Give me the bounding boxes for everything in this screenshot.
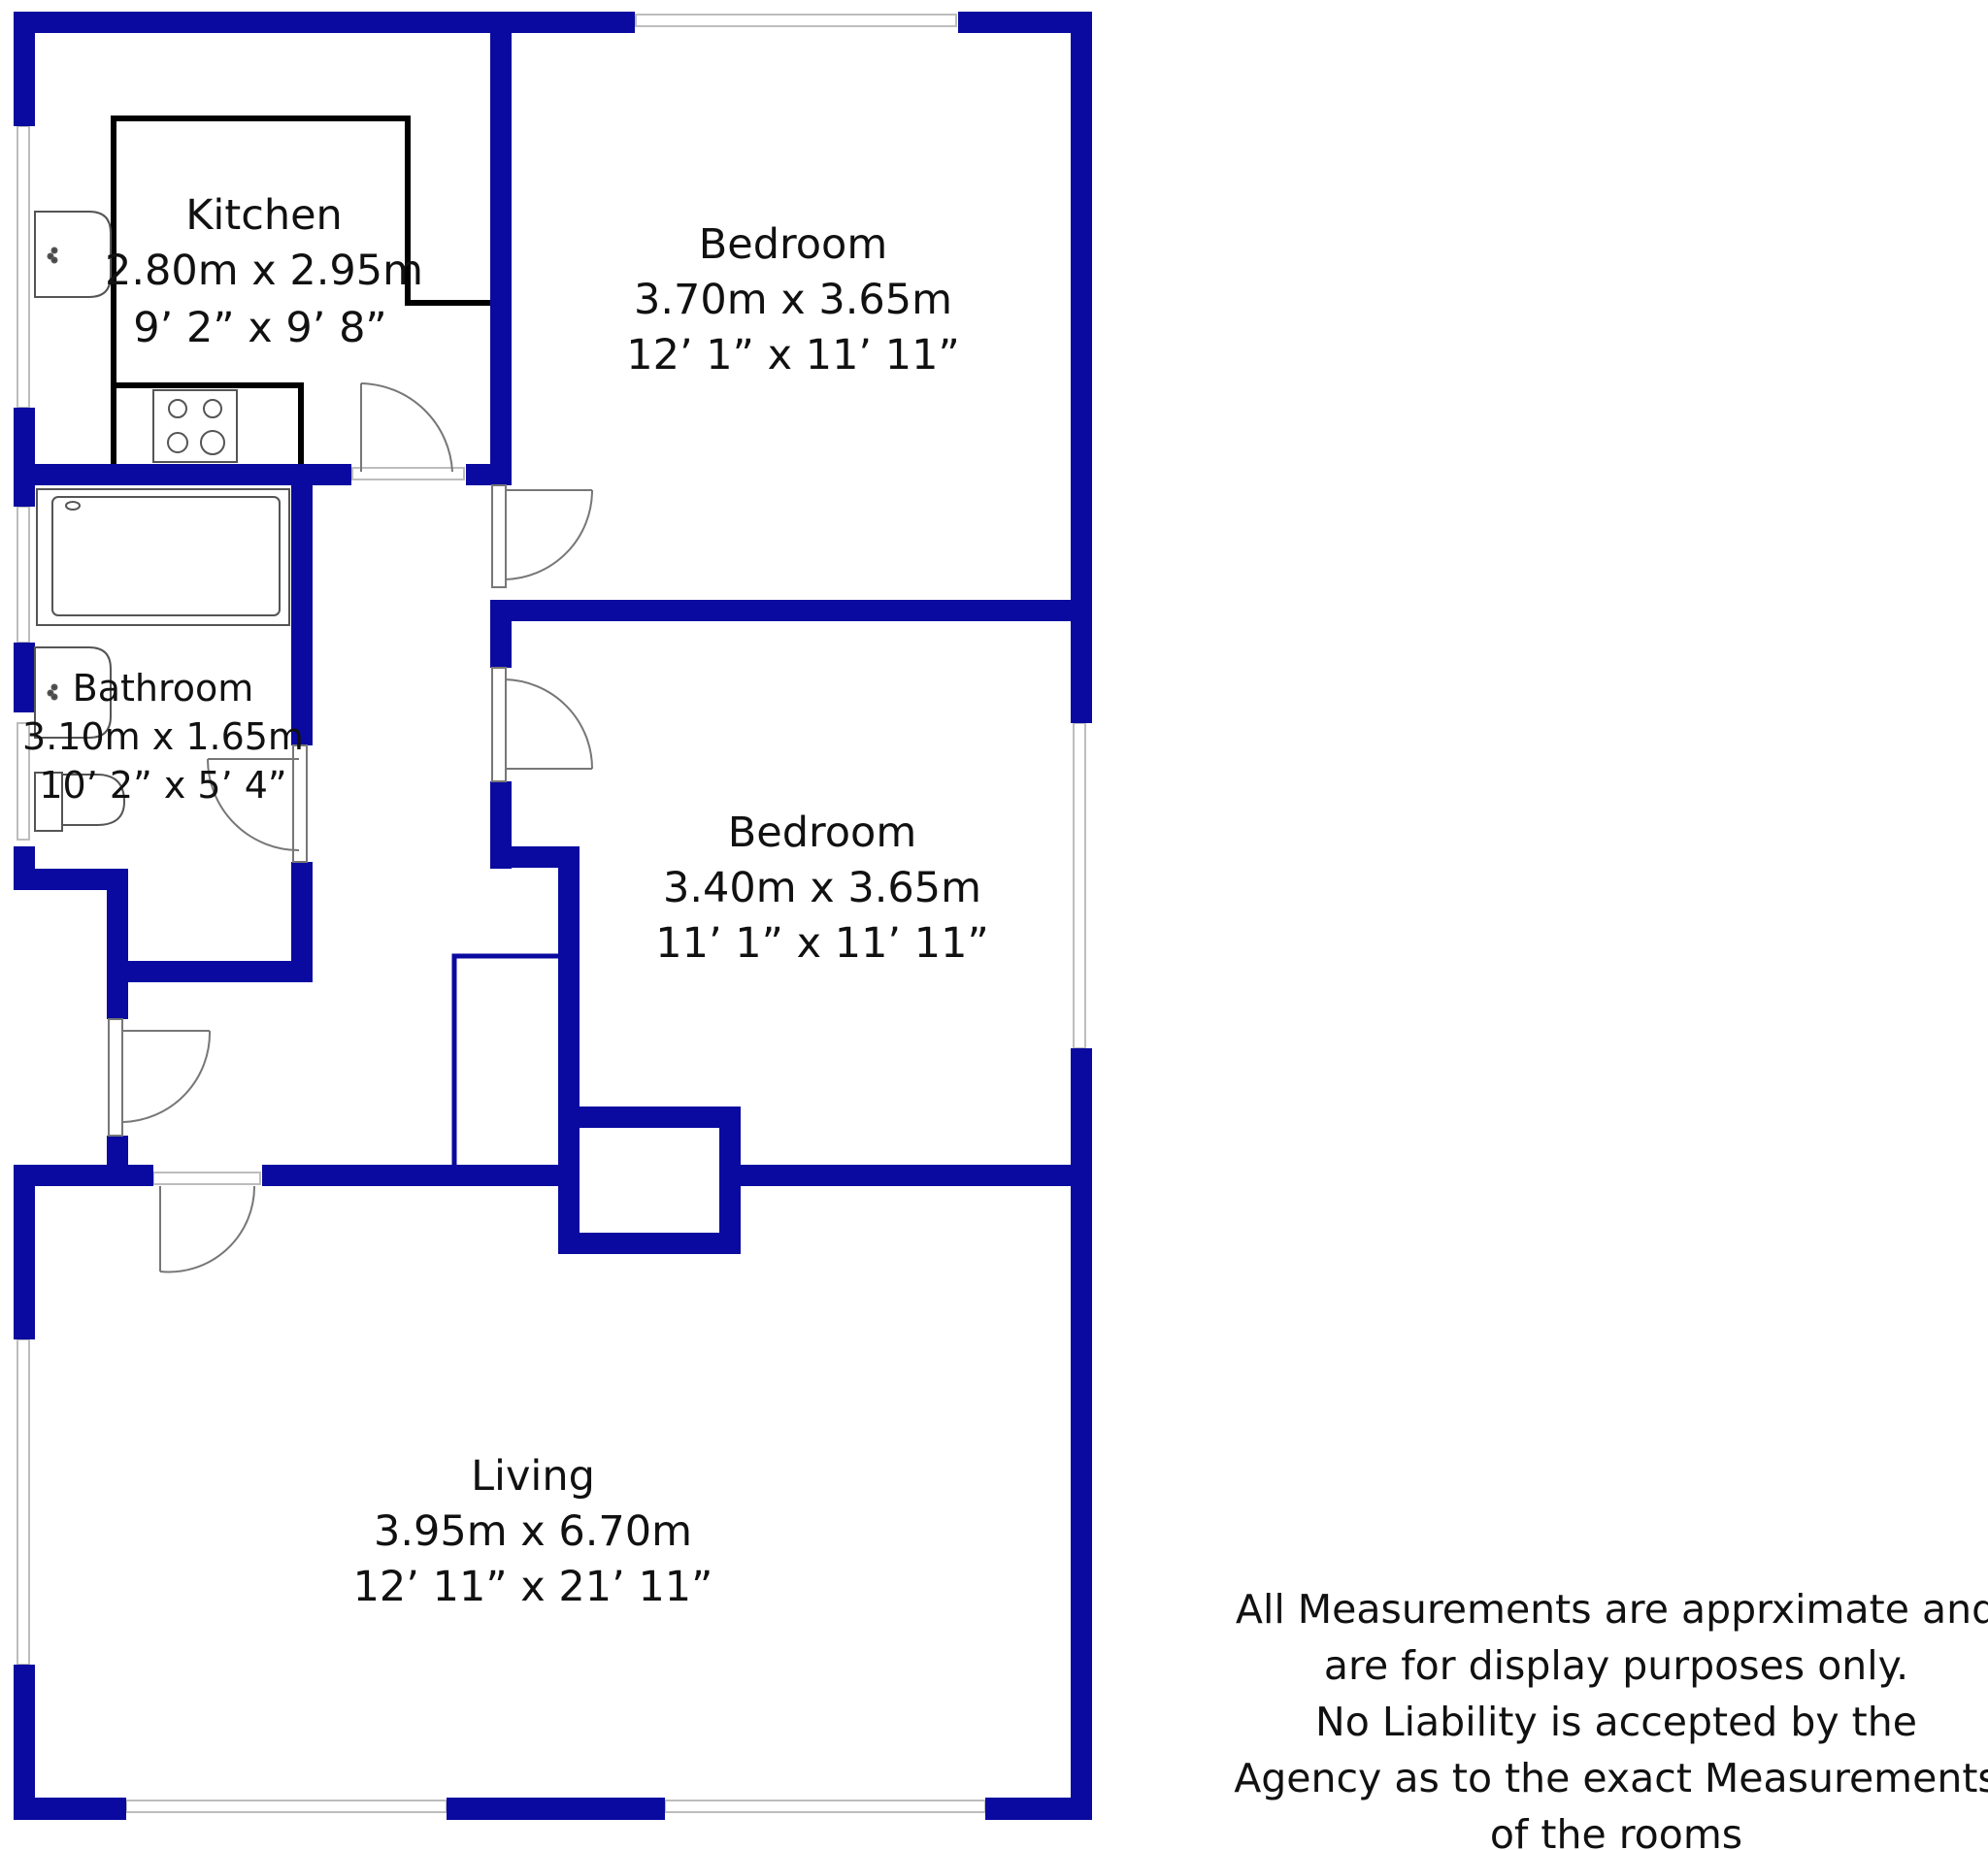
door-living	[159, 1185, 256, 1273]
door-gap-kitchen	[351, 467, 465, 480]
disclaimer-line-5: of the rooms	[1490, 1811, 1742, 1850]
room-label-bedroom-2: Bedroom 3.40m x 3.65m 11’ 1” x 11’ 11”	[655, 809, 989, 968]
disclaimer-line-1: All Measurements are apprximate and	[1236, 1586, 1988, 1633]
room-metric: 3.10m x 1.65m	[22, 715, 304, 758]
window-bathroom-left-upper	[17, 506, 30, 644]
room-name: Kitchen	[185, 191, 343, 240]
room-name: Bedroom	[699, 220, 888, 269]
door-gap-living	[152, 1172, 261, 1185]
room-imperial: 9’ 2” x 9’ 8”	[133, 304, 386, 352]
disclaimer-line-4: Agency as to the exact Measurements	[1234, 1755, 1988, 1801]
room-label-bedroom-1: Bedroom 3.70m x 3.65m 12’ 1” x 11’ 11”	[626, 220, 960, 380]
closet-outline	[451, 953, 561, 1168]
room-metric: 3.70m x 3.65m	[634, 276, 952, 324]
bathtub-icon	[36, 488, 290, 626]
window-bathroom-left-lower	[17, 722, 30, 841]
room-label-bathroom: Bathroom 3.10m x 1.65m 10’ 2” x 5’ 4”	[22, 667, 304, 807]
doors	[108, 382, 593, 1273]
kitchen-sink-icon	[34, 211, 112, 298]
window-bedroom2-right	[1073, 722, 1086, 1049]
room-metric: 3.95m x 6.70m	[374, 1507, 692, 1556]
room-name: Bedroom	[728, 809, 917, 857]
disclaimer-line-3: No Liability is accepted by the	[1315, 1699, 1917, 1745]
room-label-kitchen: Kitchen 2.80m x 2.95m 9’ 2” x 9’ 8”	[105, 191, 423, 352]
window-living-left	[17, 1338, 30, 1666]
bathroom-sink-icon	[34, 646, 112, 739]
window-bedroom-top	[635, 14, 957, 27]
kitchen-counter	[111, 116, 490, 464]
disclaimer: All Measurements are apprximate and are …	[1234, 1586, 1988, 1850]
window-kitchen-left	[17, 125, 30, 409]
room-label-living: Living 3.95m x 6.70m 12’ 11” x 21’ 11”	[353, 1452, 713, 1611]
door-bedroom2	[491, 667, 593, 782]
door-bathroom	[207, 744, 308, 863]
door-bedroom1	[491, 484, 593, 588]
window-living-bottom-right	[664, 1800, 986, 1813]
room-name: Living	[471, 1452, 595, 1501]
disclaimer-line-2: are for display purposes only.	[1324, 1642, 1908, 1689]
walls	[14, 12, 1092, 1820]
window-living-bottom-left	[125, 1800, 447, 1813]
room-imperial: 12’ 11” x 21’ 11”	[353, 1563, 713, 1611]
room-imperial: 10’ 2” x 5’ 4”	[39, 764, 286, 807]
door-entrance	[108, 1018, 212, 1137]
toilet-icon	[34, 772, 126, 832]
room-metric: 3.40m x 3.65m	[663, 864, 981, 912]
door-kitchen	[360, 382, 453, 473]
room-imperial: 11’ 1” x 11’ 11”	[655, 919, 989, 968]
room-name: Bathroom	[73, 667, 254, 710]
hob-icon	[152, 389, 238, 463]
room-imperial: 12’ 1” x 11’ 11”	[626, 331, 960, 380]
room-metric: 2.80m x 2.95m	[105, 247, 423, 295]
